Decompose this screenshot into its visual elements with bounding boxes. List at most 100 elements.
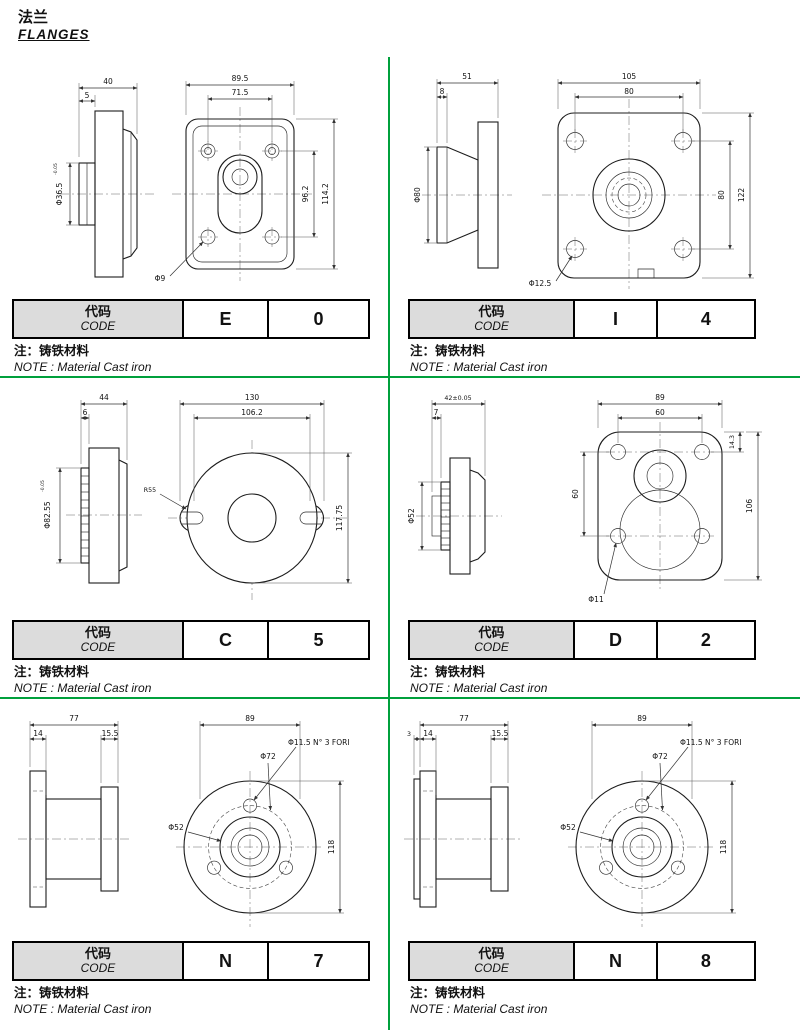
dim-front-width-label: 130 <box>245 393 260 402</box>
flange-cell-e0: 40 5 Φ36.5 -0.05 <box>0 57 390 378</box>
code-label-cell: 代码 CODE <box>14 943 184 979</box>
dim-pilot-tol-label: -0.05 <box>40 480 46 492</box>
material-note: 注：铸铁材料 NOTE : Material Cast iron <box>410 986 800 1017</box>
code-letter: N <box>575 943 658 979</box>
note-zh: 注：铸铁材料 <box>410 665 486 679</box>
code-table-n7: 代码 CODE N 7 <box>12 941 370 981</box>
code-letter: D <box>575 622 658 658</box>
dim-front-height-label: 106 <box>745 499 754 514</box>
code-label-en: CODE <box>80 960 116 975</box>
dim-side-face-label: 15.5 <box>492 729 509 738</box>
dim-pilot-dia-label: Φ36.5 <box>55 182 64 205</box>
front-view: 89.5 71.5 96.2 114.2 Φ <box>155 74 338 283</box>
code-label-zh: 代码 <box>84 945 111 961</box>
dim-side-step-label: 7 <box>434 408 439 417</box>
code-label-zh: 代码 <box>478 303 505 319</box>
dim-front-width-label: 105 <box>622 72 637 81</box>
dim-pilot-dia-label: Φ82.55 <box>43 501 52 529</box>
code-label-zh: 代码 <box>478 624 505 640</box>
note-zh: 注：铸铁材料 <box>14 665 90 679</box>
note-en: NOTE : Material Cast iron <box>410 1001 548 1016</box>
dim-bolt-width-label: 71.5 <box>232 88 249 97</box>
code-table-c5: 代码 CODE C 5 <box>12 620 370 660</box>
code-label-en: CODE <box>80 318 116 333</box>
dim-hole-dia-label: Φ11 <box>588 595 604 604</box>
dim-top-offset-label: 14.3 <box>729 435 736 449</box>
code-letter: N <box>184 943 270 979</box>
material-note: 注：铸铁材料 NOTE : Material Cast iron <box>14 986 388 1017</box>
drawing-n7: 77 14 15.5 <box>0 699 388 939</box>
drawing-i4: 51 8 Φ80 <box>390 57 800 297</box>
code-label-cell: 代码 CODE <box>410 622 576 658</box>
code-label-cell: 代码 CODE <box>14 301 184 337</box>
dim-holes-label: Φ11.5 N° 3 FORI <box>288 738 350 747</box>
front-view: 105 80 80 122 Φ12.5 <box>529 72 754 289</box>
front-view: 89 118 Φ72 Φ11.5 N° 3 FORI Φ52 <box>168 714 350 927</box>
code-table-d2: 代码 CODE D 2 <box>408 620 756 660</box>
dim-front-height-label: 122 <box>737 188 746 203</box>
side-view: 42±0.05 7 Φ52 <box>407 395 502 575</box>
dim-bolt-circle-label: Φ72 <box>260 752 276 761</box>
note-zh: 注：铸铁材料 <box>410 344 486 358</box>
code-number: 8 <box>700 950 711 971</box>
dim-lug-radius-label: R55 <box>144 487 156 494</box>
side-view: 51 8 Φ80 <box>413 72 512 269</box>
dim-pilot-tol-label: -0.05 <box>53 163 59 175</box>
flange-cell-n8: 3 77 14 15.5 <box>390 699 800 1030</box>
side-view: 44 6 Φ82.55 -0.05 <box>40 393 142 584</box>
dim-side-width-label: 44 <box>99 393 109 402</box>
note-zh: 注：铸铁材料 <box>14 344 90 358</box>
technical-drawing-c5: 44 6 Φ82.55 -0.05 <box>40 393 352 600</box>
code-label-en: CODE <box>80 639 116 654</box>
technical-drawing-n8: 3 77 14 15.5 <box>404 714 742 927</box>
dim-holes-label: Φ11.5 N° 3 FORI <box>680 738 742 747</box>
dim-bolt-width-label: 80 <box>624 87 634 96</box>
code-letter: I <box>575 301 658 337</box>
dim-front-width-label: 89 <box>245 714 255 723</box>
material-note: 注：铸铁材料 NOTE : Material Cast iron <box>410 665 800 696</box>
dim-bolt-height-label: 60 <box>571 489 580 499</box>
dim-bolt-circle-label: Φ72 <box>652 752 668 761</box>
dim-side-width-label: 77 <box>69 714 79 723</box>
dim-hole-dia-label: Φ9 <box>155 274 166 283</box>
code-label-en: CODE <box>474 318 509 333</box>
code-label-cell: 代码 CODE <box>410 301 576 337</box>
note-en: NOTE : Material Cast iron <box>410 680 548 695</box>
code-label-zh: 代码 <box>478 945 505 961</box>
side-view: 3 77 14 15.5 <box>404 714 520 908</box>
technical-drawing-d2: 42±0.05 7 Φ52 <box>407 393 762 604</box>
code-number: 4 <box>700 308 711 329</box>
dim-side-step-label: 5 <box>85 91 90 100</box>
technical-drawing-i4: 51 8 Φ80 <box>413 72 754 289</box>
flange-cell-d2: 42±0.05 7 Φ52 <box>390 378 800 699</box>
dim-side-width-label: 51 <box>462 72 472 81</box>
code-number: 5 <box>313 629 324 650</box>
drawing-n8: 3 77 14 15.5 <box>390 699 800 939</box>
dim-side-width-label: 42±0.05 <box>444 395 471 402</box>
drawing-e0: 40 5 Φ36.5 -0.05 <box>0 57 388 297</box>
dim-side-flange-label: 14 <box>33 729 43 738</box>
note-en: NOTE : Material Cast iron <box>14 680 152 695</box>
flange-cell-i4: 51 8 Φ80 <box>390 57 800 378</box>
dim-side-flange-label: 14 <box>423 729 433 738</box>
code-number: 2 <box>700 629 711 650</box>
dim-pilot-dia-label: Φ52 <box>407 508 416 524</box>
page-title-zh: 法兰 <box>18 9 49 26</box>
dim-bolt-height-label: 80 <box>717 190 726 200</box>
dim-bolt-height-label: 96.2 <box>301 185 310 202</box>
dim-front-width-label: 89 <box>637 714 647 723</box>
dim-bolt-width-label: 106.2 <box>241 408 263 417</box>
dim-side-width-label: 77 <box>459 714 469 723</box>
dim-side-width-label: 40 <box>103 77 113 86</box>
dim-side-step-label: 6 <box>83 408 88 417</box>
dim-side-face-label: 15.5 <box>102 729 119 738</box>
flange-cell-c5: 44 6 Φ82.55 -0.05 <box>0 378 390 699</box>
code-label-zh: 代码 <box>84 303 111 319</box>
page-title-en: FLANGES <box>18 27 90 42</box>
dim-front-width-label: 89.5 <box>232 74 249 83</box>
dim-front-width-label: 89 <box>655 393 665 402</box>
code-number: 0 <box>313 308 324 329</box>
dim-front-height-label: 114.2 <box>321 183 330 205</box>
note-en: NOTE : Material Cast iron <box>14 359 152 374</box>
